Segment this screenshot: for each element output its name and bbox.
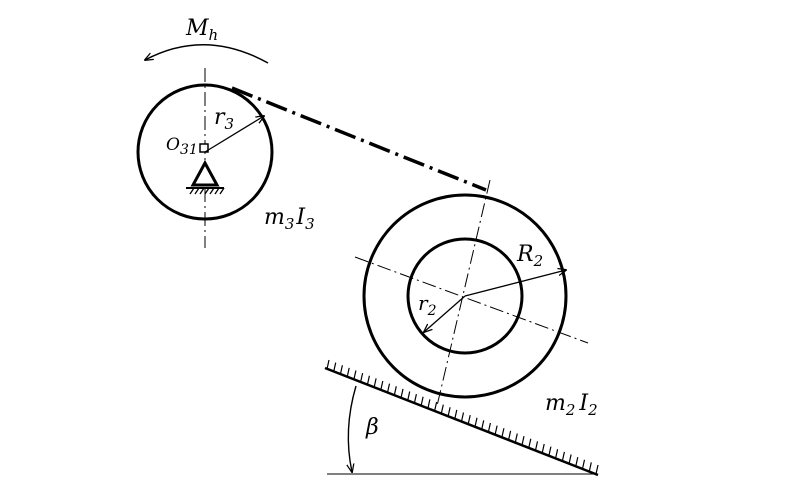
pivot-o31 xyxy=(199,143,209,153)
hatch-stroke xyxy=(400,388,404,399)
hatch-stroke xyxy=(575,456,579,467)
label-R2: R2 xyxy=(516,242,543,270)
hatch-stroke xyxy=(534,441,539,451)
hatch-stroke xyxy=(467,414,471,425)
hatch-stroke xyxy=(440,404,444,414)
label-moment: Mh xyxy=(185,16,218,44)
fixed-support-icon xyxy=(186,159,225,195)
hatch-stroke xyxy=(555,449,559,459)
hatch-stroke xyxy=(454,409,458,420)
hatch-stroke xyxy=(561,451,565,462)
hatch-stroke xyxy=(548,446,552,456)
hatch-stroke xyxy=(514,433,518,443)
label-m3-i3: m3I3 xyxy=(264,205,315,233)
angle-beta-arc xyxy=(348,385,357,472)
label-r2: r2 xyxy=(418,291,437,319)
hatch-stroke xyxy=(420,396,424,406)
hatch-stroke xyxy=(447,407,451,417)
hatch-stroke xyxy=(407,391,411,401)
hatch-stroke xyxy=(360,372,364,383)
hatch-stroke xyxy=(595,464,599,475)
hatch-stroke xyxy=(413,393,417,404)
hatch-stroke xyxy=(481,420,485,430)
hatch-stroke xyxy=(541,443,545,454)
hatch-stroke xyxy=(474,417,478,427)
hatch-stroke xyxy=(353,370,357,380)
wheel-2-outer-rim xyxy=(362,193,568,399)
hatch-stroke xyxy=(581,459,586,469)
incline-hatching xyxy=(326,359,599,475)
radius-R2-arrow xyxy=(464,270,566,297)
hatch-stroke xyxy=(494,425,498,435)
hatch-stroke xyxy=(326,359,330,370)
hatch-stroke xyxy=(427,399,431,409)
label-beta: β xyxy=(365,415,379,440)
hatch-stroke xyxy=(434,401,438,412)
hatch-stroke xyxy=(333,362,337,372)
radius-r3-arrow xyxy=(204,116,264,153)
hatch-stroke xyxy=(373,378,377,388)
hatch-stroke xyxy=(487,422,491,433)
wheel-2 xyxy=(354,179,589,407)
rope-line xyxy=(231,86,487,192)
wheel-2-inner-rim xyxy=(406,237,524,355)
hatch-stroke xyxy=(366,375,370,385)
hatch-stroke xyxy=(346,367,350,378)
hatch-stroke xyxy=(386,383,391,393)
pulley-3 xyxy=(136,68,274,248)
hatch-stroke xyxy=(501,428,505,438)
hatch-stroke xyxy=(521,435,525,446)
wheel-2-axis-tangent xyxy=(354,256,589,344)
hatch-stroke xyxy=(528,438,532,448)
label-o31: O31 xyxy=(166,135,198,158)
moment-mh-arrow xyxy=(145,44,269,64)
radius-r2-arrow xyxy=(424,295,466,332)
hatch-stroke xyxy=(380,380,384,391)
hatch-stroke xyxy=(393,386,397,396)
hatch-stroke xyxy=(588,462,592,472)
hatch-stroke xyxy=(568,454,572,464)
wheel-2-axis-normal xyxy=(436,179,491,407)
inclined-plane xyxy=(324,359,599,477)
hatch-stroke xyxy=(460,412,465,422)
label-r3: r3 xyxy=(214,105,234,133)
hatch-stroke xyxy=(339,365,343,375)
hatch-stroke xyxy=(508,430,512,441)
